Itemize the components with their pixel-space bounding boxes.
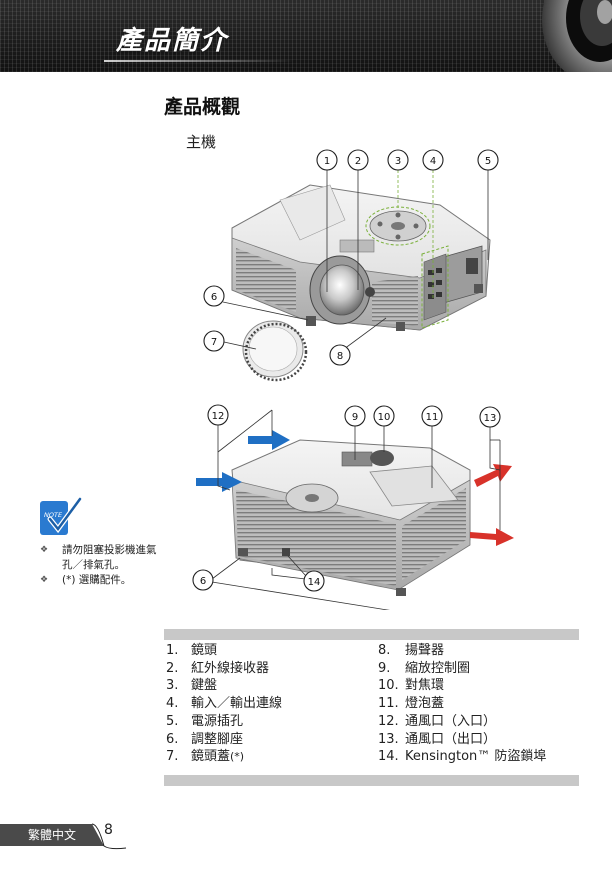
callout-bottom-13: 13 — [479, 406, 501, 428]
callout-bottom-14: 14 — [303, 570, 325, 592]
svg-text:4: 4 — [430, 156, 436, 167]
legend-row: 8.揚聲器 — [378, 643, 445, 658]
svg-text:10: 10 — [378, 412, 391, 423]
svg-text:NOTE: NOTE — [44, 511, 63, 519]
banner-texture — [0, 0, 612, 72]
svg-text:8: 8 — [337, 351, 343, 362]
note-icon: NOTE — [40, 497, 82, 535]
legend-row: 1.鏡頭 — [166, 643, 218, 658]
callout-top-2: 2 — [347, 149, 369, 171]
section-title: 產品概觀 — [164, 96, 241, 118]
svg-text:11: 11 — [426, 412, 439, 423]
chapter-title: 產品簡介 — [116, 26, 229, 56]
legend-row: 3.鍵盤 — [166, 678, 218, 694]
svg-text:6: 6 — [200, 576, 206, 587]
svg-text:13: 13 — [484, 413, 497, 424]
callout-bottom-9: 9 — [344, 405, 366, 427]
callout-top-1: 1 — [316, 149, 338, 171]
projector-front-view — [231, 184, 491, 331]
svg-text:6: 6 — [211, 292, 217, 303]
svg-text:9: 9 — [352, 412, 358, 423]
note-text: 請勿阻塞投影機進氣孔／排氣孔。 — [62, 544, 157, 571]
legend-left-column: 1.鏡頭 2.紅外線接收器 3.鍵盤 4.輸入／輸出連線 5.電源插孔 6.調整… — [166, 642, 282, 766]
note-list: ❖ 請勿阻塞投影機進氣孔／排氣孔。 ❖ (*) 選購配件。 — [40, 543, 162, 589]
legend-row: 5.電源插孔 — [166, 713, 244, 729]
lens-cap — [242, 320, 308, 382]
callout-top-4: 4 — [422, 149, 444, 171]
callout-top-5: 5 — [477, 149, 499, 171]
legend-row: 12.通風口（入口） — [378, 713, 497, 729]
svg-text:3: 3 — [395, 156, 401, 167]
legend-right-column: 8.揚聲器 9.縮放控制圈 10.對焦環 11.燈泡蓋 12.通風口（入口） 1… — [378, 642, 546, 766]
header-banner: 產品簡介 — [0, 0, 612, 72]
svg-text:7: 7 — [211, 337, 217, 348]
legend-row: 14.Kensington™ 防盜鎖埠 — [378, 749, 547, 765]
note-item: ❖ 請勿阻塞投影機進氣孔／排氣孔。 — [40, 543, 162, 572]
svg-text:12: 12 — [212, 411, 225, 422]
svg-text:2: 2 — [355, 156, 361, 167]
callout-bottom-12: 12 — [207, 404, 229, 426]
callout-bottom-6: 6 — [192, 569, 214, 591]
section-subtitle: 主機 — [186, 133, 217, 151]
note-text: (*) 選購配件。 — [62, 574, 132, 586]
callout-top-8: 8 — [329, 344, 351, 366]
projector-diagram: 1 2 3 4 5 6 7 8 12 9 10 11 13 6 14 — [192, 149, 514, 610]
page-number: 8 — [104, 822, 113, 838]
callout-bottom-10: 10 — [373, 405, 395, 427]
callout-top-7: 7 — [203, 330, 225, 352]
legend-row: 4.輸入／輸出連線 — [166, 696, 283, 712]
bullet-icon: ❖ — [40, 575, 49, 585]
legend-top-rule — [164, 629, 579, 640]
svg-text:5: 5 — [485, 156, 491, 167]
svg-text:14: 14 — [308, 577, 321, 588]
bullet-icon: ❖ — [40, 545, 49, 555]
svg-text:1: 1 — [324, 156, 330, 167]
callout-top-3: 3 — [387, 149, 409, 171]
legend-row: 9.縮放控制圈 — [378, 660, 471, 676]
legend-row: 6.調整腳座 — [166, 731, 244, 747]
legend-row: 7.鏡頭蓋(*) — [166, 749, 245, 765]
callout-bottom-11: 11 — [421, 405, 443, 427]
legend-row: 2.紅外線接收器 — [166, 660, 270, 676]
footer-language: 繁體中文 — [28, 828, 77, 842]
legend-row: 13.通風口（出口） — [378, 731, 497, 747]
legend-row: 10.對焦環 — [378, 678, 445, 694]
projector-rear-view — [231, 439, 471, 596]
title-underline — [104, 60, 294, 62]
note-item: ❖ (*) 選購配件。 — [40, 573, 162, 588]
lens-graphic — [542, 0, 612, 72]
callout-top-6: 6 — [203, 285, 225, 307]
airflow-arrows — [196, 430, 514, 546]
legend-bottom-rule — [164, 775, 579, 786]
footer-language-tab — [0, 823, 127, 850]
legend-row: 11.燈泡蓋 — [378, 696, 445, 712]
